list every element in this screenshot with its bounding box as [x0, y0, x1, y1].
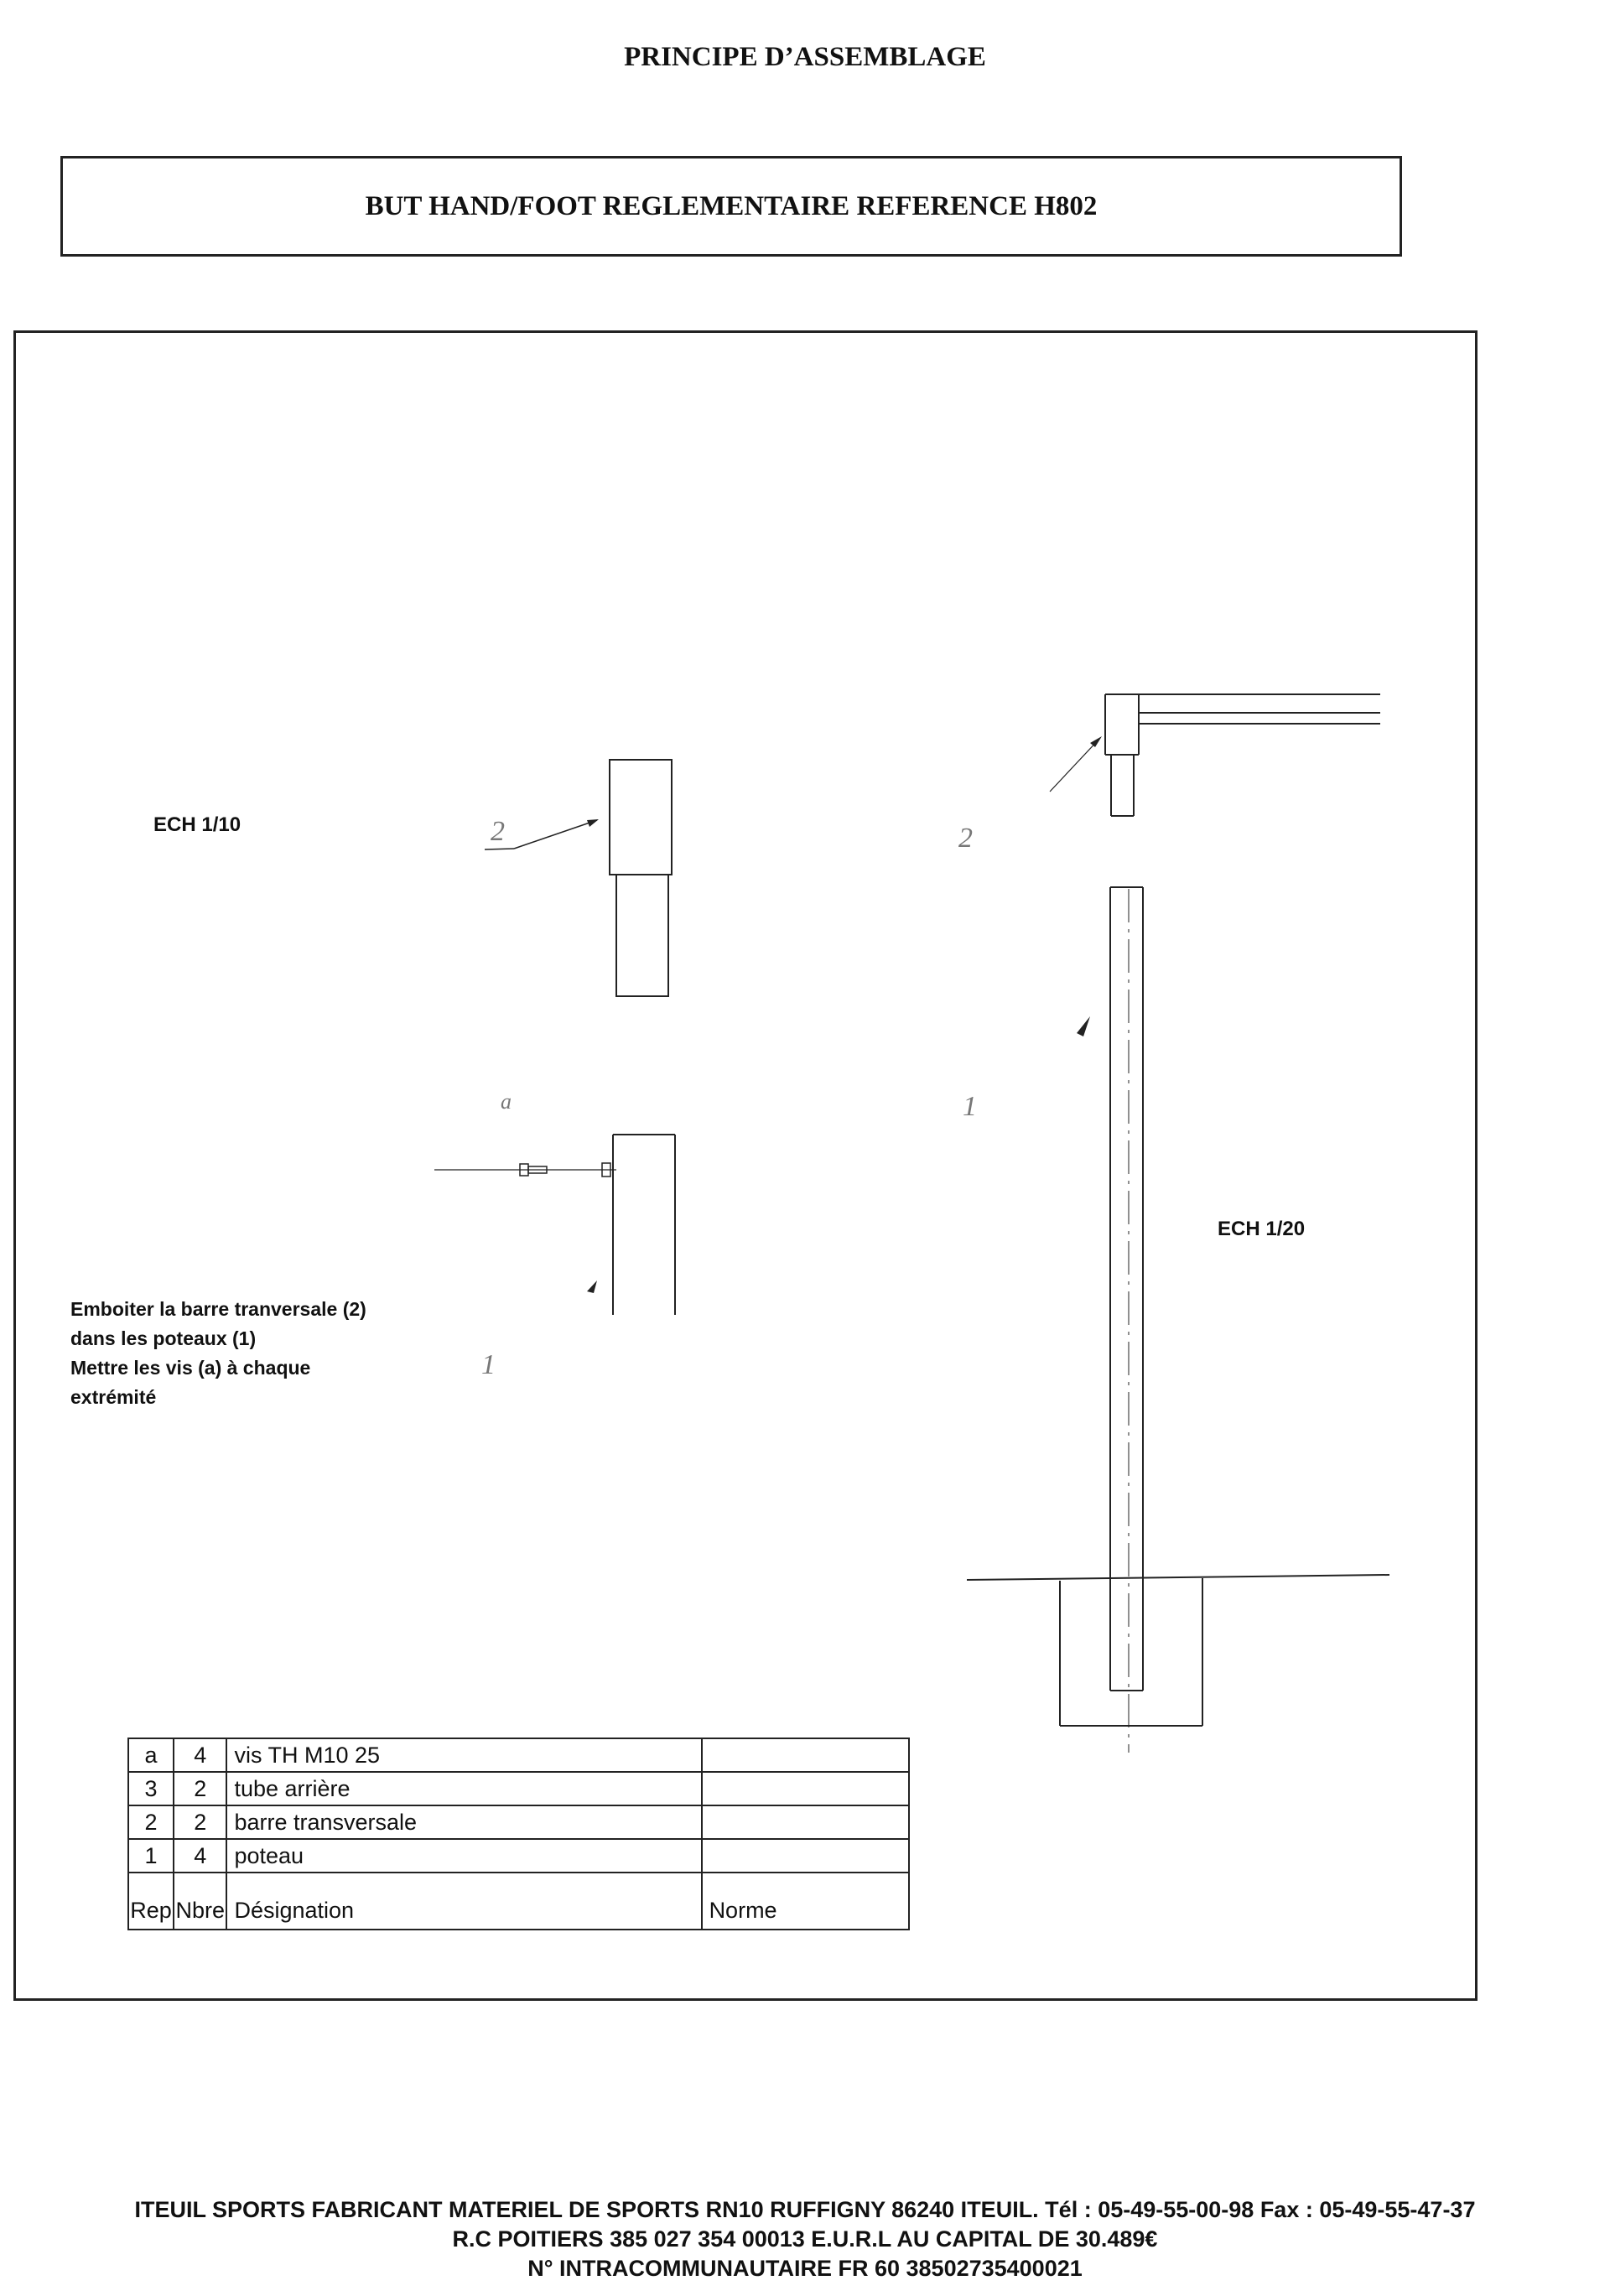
reference-title-box: BUT HAND/FOOT REGLEMENTAIRE REFERENCE H8… — [60, 156, 1402, 257]
cell-norme — [700, 1838, 911, 1873]
instruction-line: extrémité — [70, 1386, 157, 1408]
table-row: 1 4 poteau — [127, 1838, 911, 1873]
cell-designation: vis TH M10 25 — [226, 1738, 703, 1773]
cell-norme — [700, 1805, 911, 1840]
callout-1-left: 1 — [481, 1349, 496, 1380]
cell-nbre: 2 — [173, 1771, 228, 1806]
cell-rep: 1 — [127, 1838, 175, 1873]
leader-1-right-arrow — [1077, 1016, 1090, 1036]
cell-nbre: 4 — [173, 1738, 228, 1773]
scale-label-left: ECH 1/10 — [153, 813, 242, 836]
screw-shank — [527, 1166, 548, 1174]
post-top-detail — [615, 874, 669, 997]
table-row: 3 2 tube arrière — [127, 1771, 911, 1806]
drawing-frame — [13, 330, 1478, 2001]
leader-2-right — [1049, 737, 1101, 792]
instruction-line: Mettre les vis (a) à chaque — [70, 1357, 311, 1379]
header-norme: Norme — [700, 1872, 911, 1930]
leader-1-left-arrow — [587, 1280, 597, 1293]
cell-nbre: 4 — [173, 1838, 228, 1873]
cell-norme — [700, 1738, 911, 1773]
assembly-instructions: Emboiter la barre tranversale (2) dans l… — [70, 1295, 456, 1412]
table-header-row: Rep Nbre Désignation Norme — [127, 1872, 911, 1930]
parts-list-table: a 4 vis TH M10 25 3 2 tube arrière 2 2 b… — [127, 1738, 911, 1930]
callout-1-right: 1 — [963, 1091, 977, 1122]
callout-a: a — [501, 1089, 512, 1114]
callout-2-left: 2 — [491, 816, 505, 847]
company-footer: ITEUIL SPORTS FABRICANT MATERIEL DE SPOR… — [0, 2195, 1610, 2283]
cell-rep: 3 — [127, 1771, 175, 1806]
cell-norme — [700, 1771, 911, 1806]
footer-line-registration: R.C POITIERS 385 027 354 00013 E.U.R.L A… — [452, 2226, 1158, 2252]
footer-line-address: ITEUIL SPORTS FABRICANT MATERIEL DE SPOR… — [134, 2197, 1476, 2222]
page-title: PRINCIPE D’ASSEMBLAGE — [624, 42, 986, 72]
scale-label-right: ECH 1/20 — [1218, 1218, 1306, 1240]
cell-designation: tube arrière — [226, 1771, 703, 1806]
table-row: a 4 vis TH M10 25 — [127, 1738, 911, 1773]
table-row: 2 2 barre transversale — [127, 1805, 911, 1840]
header-designation: Désignation — [226, 1872, 703, 1930]
ground-line — [966, 1574, 1390, 1581]
cell-rep: 2 — [127, 1805, 175, 1840]
instruction-line: Emboiter la barre tranversale (2) — [70, 1298, 366, 1320]
leader-2-left — [513, 819, 598, 849]
screw-nut — [601, 1162, 611, 1177]
instruction-line: dans les poteaux (1) — [70, 1327, 257, 1349]
header-rep: Rep — [127, 1872, 175, 1930]
header-nbre: Nbre — [173, 1872, 228, 1930]
cell-nbre: 2 — [173, 1805, 228, 1840]
cell-designation: barre transversale — [226, 1805, 703, 1840]
callout-2-right: 2 — [958, 823, 973, 854]
reference-title: BUT HAND/FOOT REGLEMENTAIRE REFERENCE H8… — [365, 190, 1098, 221]
cell-designation: poteau — [226, 1838, 703, 1873]
cell-rep: a — [127, 1738, 175, 1773]
footer-line-vat: N° INTRACOMMUNAUTAIRE FR 60 385027354000… — [527, 2256, 1083, 2281]
crossbar-end-detail — [609, 759, 673, 875]
